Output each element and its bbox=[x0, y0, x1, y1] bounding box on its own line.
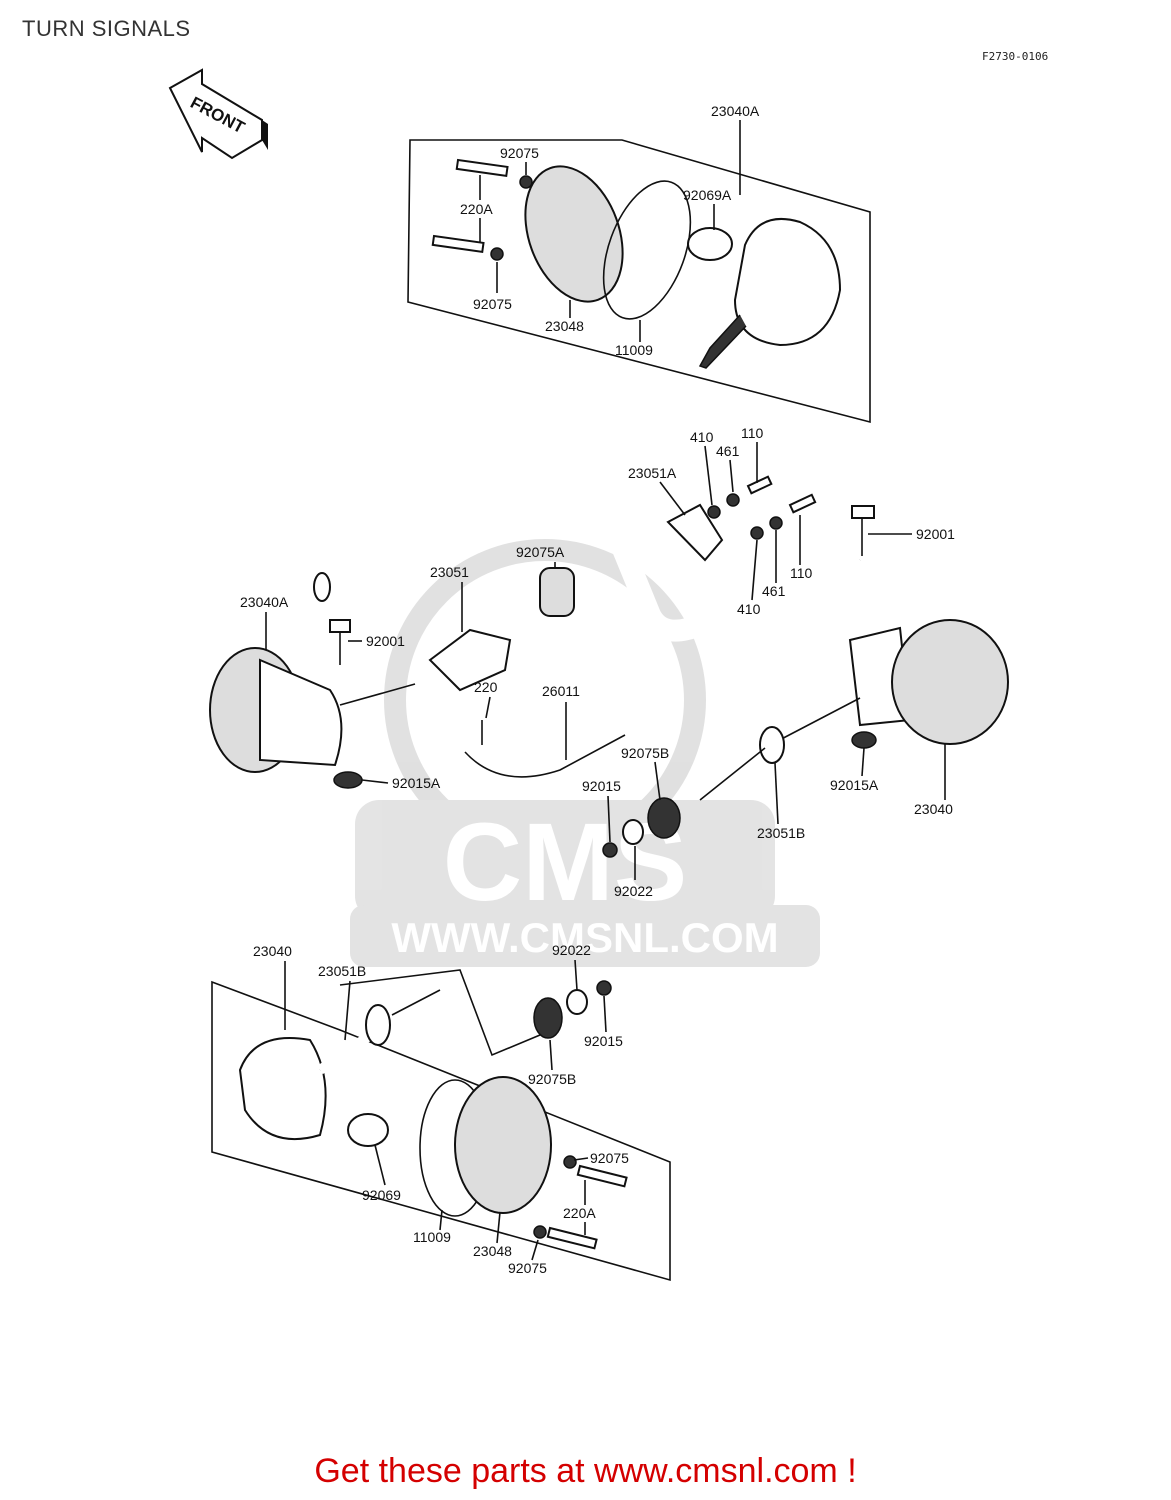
handlebar-assembly bbox=[209, 467, 1009, 858]
part-label: 92015 bbox=[584, 1033, 623, 1049]
part-label: 461 bbox=[762, 583, 786, 599]
part-label: 220 bbox=[474, 679, 498, 695]
part-label: 23051 bbox=[430, 564, 469, 580]
part-label: 410 bbox=[690, 429, 714, 445]
footer-shop-link[interactable]: Get these parts at www.cmsnl.com ! bbox=[314, 1452, 857, 1490]
part-label: 461 bbox=[716, 443, 740, 459]
part-labels: 23040A 92075 92069A 220A 92075 23048 110… bbox=[240, 103, 955, 1276]
part-label: 92075A bbox=[516, 544, 565, 560]
part-label: 92069A bbox=[683, 187, 732, 203]
part-label: 23040A bbox=[711, 103, 760, 119]
part-label: 23048 bbox=[473, 1243, 512, 1259]
front-arrow-icon: FRONT bbox=[168, 68, 268, 160]
part-label: 92075 bbox=[590, 1150, 629, 1166]
part-label: 110 bbox=[790, 565, 813, 581]
part-label: 23040A bbox=[240, 594, 289, 610]
part-label: 92075 bbox=[500, 145, 539, 161]
bottom-assembly bbox=[211, 969, 671, 1282]
part-label: 92022 bbox=[552, 942, 591, 958]
drawing-code: F2730-0106 bbox=[982, 50, 1049, 63]
part-label: 23051B bbox=[318, 963, 366, 979]
part-label: 23051B bbox=[757, 825, 805, 841]
part-label: 92069 bbox=[362, 1187, 401, 1203]
page-title: TURN SIGNALS bbox=[22, 16, 191, 41]
watermark-brand: CMS bbox=[443, 801, 687, 924]
watermark: CMS WWW.CMSNL.COM bbox=[350, 539, 820, 967]
part-label: 92022 bbox=[614, 883, 653, 899]
part-label: 23051A bbox=[628, 465, 677, 481]
part-label: 11009 bbox=[413, 1229, 451, 1245]
leader-lines bbox=[265, 162, 946, 1261]
part-label: 92075B bbox=[621, 745, 669, 761]
part-label: 92001 bbox=[366, 633, 405, 649]
part-label: 92075B bbox=[528, 1071, 576, 1087]
part-label: 92075 bbox=[473, 296, 512, 312]
part-label: 220A bbox=[563, 1205, 596, 1221]
watermark-site: WWW.CMSNL.COM bbox=[391, 914, 778, 961]
part-label: 92015A bbox=[830, 777, 879, 793]
part-label: 92075 bbox=[508, 1260, 547, 1276]
part-label: 23048 bbox=[545, 318, 584, 334]
top-assembly bbox=[407, 120, 871, 424]
exploded-parts-diagram: CMS WWW.CMSNL.COM FRONT bbox=[168, 68, 1009, 1282]
part-label: 23040 bbox=[914, 801, 953, 817]
part-label: 220A bbox=[460, 201, 493, 217]
part-label: 110 bbox=[741, 425, 764, 441]
part-label: 92015 bbox=[582, 778, 621, 794]
part-label: 23040 bbox=[253, 943, 292, 959]
part-label: 26011 bbox=[542, 683, 580, 699]
part-label: 92001 bbox=[916, 526, 955, 542]
part-label: 11009 bbox=[615, 342, 653, 358]
part-label: 92015A bbox=[392, 775, 441, 791]
part-label: 410 bbox=[737, 601, 761, 617]
